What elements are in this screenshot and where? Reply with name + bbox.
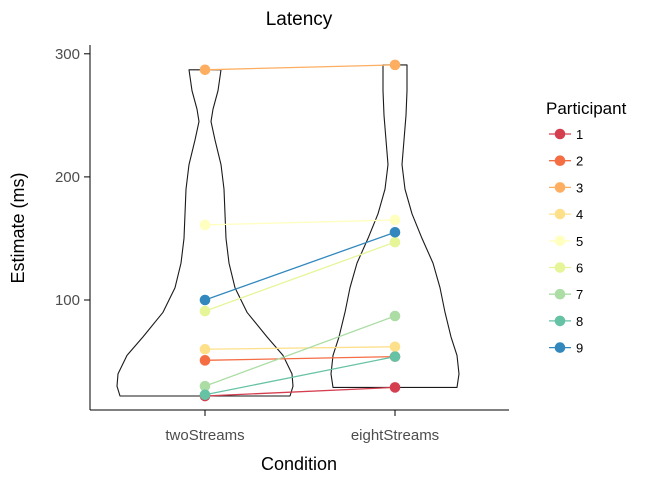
legend-label-3: 3 [576, 180, 583, 195]
point-participant-3-eightStreams [389, 59, 401, 71]
point-participant-6-eightStreams [389, 236, 401, 248]
participant-line-8 [204, 355, 396, 396]
point-participant-3-twoStreams [199, 64, 211, 76]
legend-marker-3 [554, 182, 566, 193]
point-participant-5-twoStreams [199, 219, 211, 231]
participant-line-2 [204, 355, 396, 361]
legend-label-4: 4 [576, 207, 583, 222]
legend-marker-9 [554, 342, 566, 353]
violin-eightStreams [330, 64, 460, 388]
legend-marker-4 [554, 208, 566, 220]
violin-twoStreams [116, 69, 294, 397]
legend-title: Participant [546, 99, 627, 118]
y-tick-label-300: 300 [55, 46, 80, 63]
point-participant-6-twoStreams [199, 305, 211, 317]
x-axis-title: Condition [261, 454, 337, 474]
x-tick-label-eightStreams: eightStreams [351, 427, 439, 444]
participant-line-5 [204, 219, 396, 226]
legend-marker-5 [554, 235, 566, 247]
legend-marker-6 [554, 262, 566, 273]
participant-line-6 [204, 241, 396, 312]
legend-marker-2 [554, 155, 566, 166]
point-participant-5-eightStreams [389, 214, 401, 226]
point-participant-4-twoStreams [199, 343, 211, 355]
participant-points [199, 59, 401, 402]
legend-label-9: 9 [576, 341, 583, 356]
legend-marker-8 [554, 315, 566, 327]
legend-marker-7 [554, 288, 566, 300]
legend-label-5: 5 [576, 234, 583, 249]
participant-line-9 [204, 231, 396, 301]
y-tick-label-200: 200 [55, 169, 80, 186]
legend-label-7: 7 [576, 287, 583, 302]
point-participant-4-eightStreams [389, 341, 401, 353]
point-participant-8-twoStreams [199, 389, 211, 401]
point-participant-8-eightStreams [389, 351, 401, 362]
point-participant-7-eightStreams [389, 310, 401, 322]
point-participant-7-twoStreams [199, 380, 211, 392]
point-participant-2-twoStreams [199, 355, 211, 366]
x-tick-label-twoStreams: twoStreams [165, 427, 244, 444]
point-participant-1-eightStreams [389, 382, 401, 393]
legend-label-6: 6 [576, 261, 583, 276]
y-axis-ticks: 100 200 300 [55, 46, 90, 309]
legend-label-2: 2 [576, 154, 583, 169]
legend: Participant 1 2 3 4 5 6 7 8 9 [546, 99, 627, 356]
point-participant-9-eightStreams [389, 226, 401, 238]
participant-line-1 [204, 386, 396, 397]
x-axis-ticks: twoStreams eightStreams [165, 410, 439, 444]
legend-label-8: 8 [576, 314, 583, 329]
violins [116, 64, 460, 397]
participant-line-7 [204, 315, 396, 387]
participant-lines [204, 64, 396, 397]
participant-line-4 [204, 346, 396, 350]
y-axis-title: Estimate (ms) [8, 172, 28, 283]
point-participant-9-twoStreams [199, 294, 211, 306]
legend-marker-1 [554, 128, 566, 140]
participant-line-3 [204, 64, 396, 71]
legend-label-1: 1 [576, 127, 583, 142]
chart-title: Latency [266, 9, 333, 30]
y-tick-label-100: 100 [55, 292, 80, 309]
